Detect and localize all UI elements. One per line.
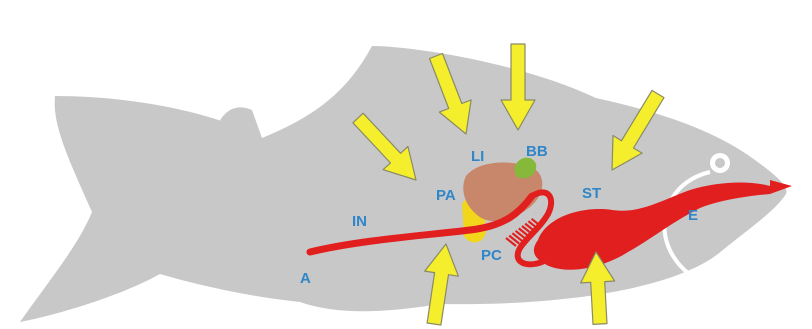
fish-body — [20, 46, 792, 322]
eye-pupil — [715, 158, 725, 168]
label-stomach: ST — [582, 185, 601, 202]
label-anus: A — [300, 270, 311, 287]
fish-silhouette — [20, 46, 787, 322]
label-liver: LI — [471, 148, 484, 165]
label-esophagus: E — [688, 207, 698, 224]
label-bile-bladder: BB — [526, 143, 548, 160]
label-pancreas: PA — [436, 187, 456, 204]
label-pyloric-caeca: PC — [481, 247, 502, 264]
label-intestine: IN — [352, 213, 367, 230]
